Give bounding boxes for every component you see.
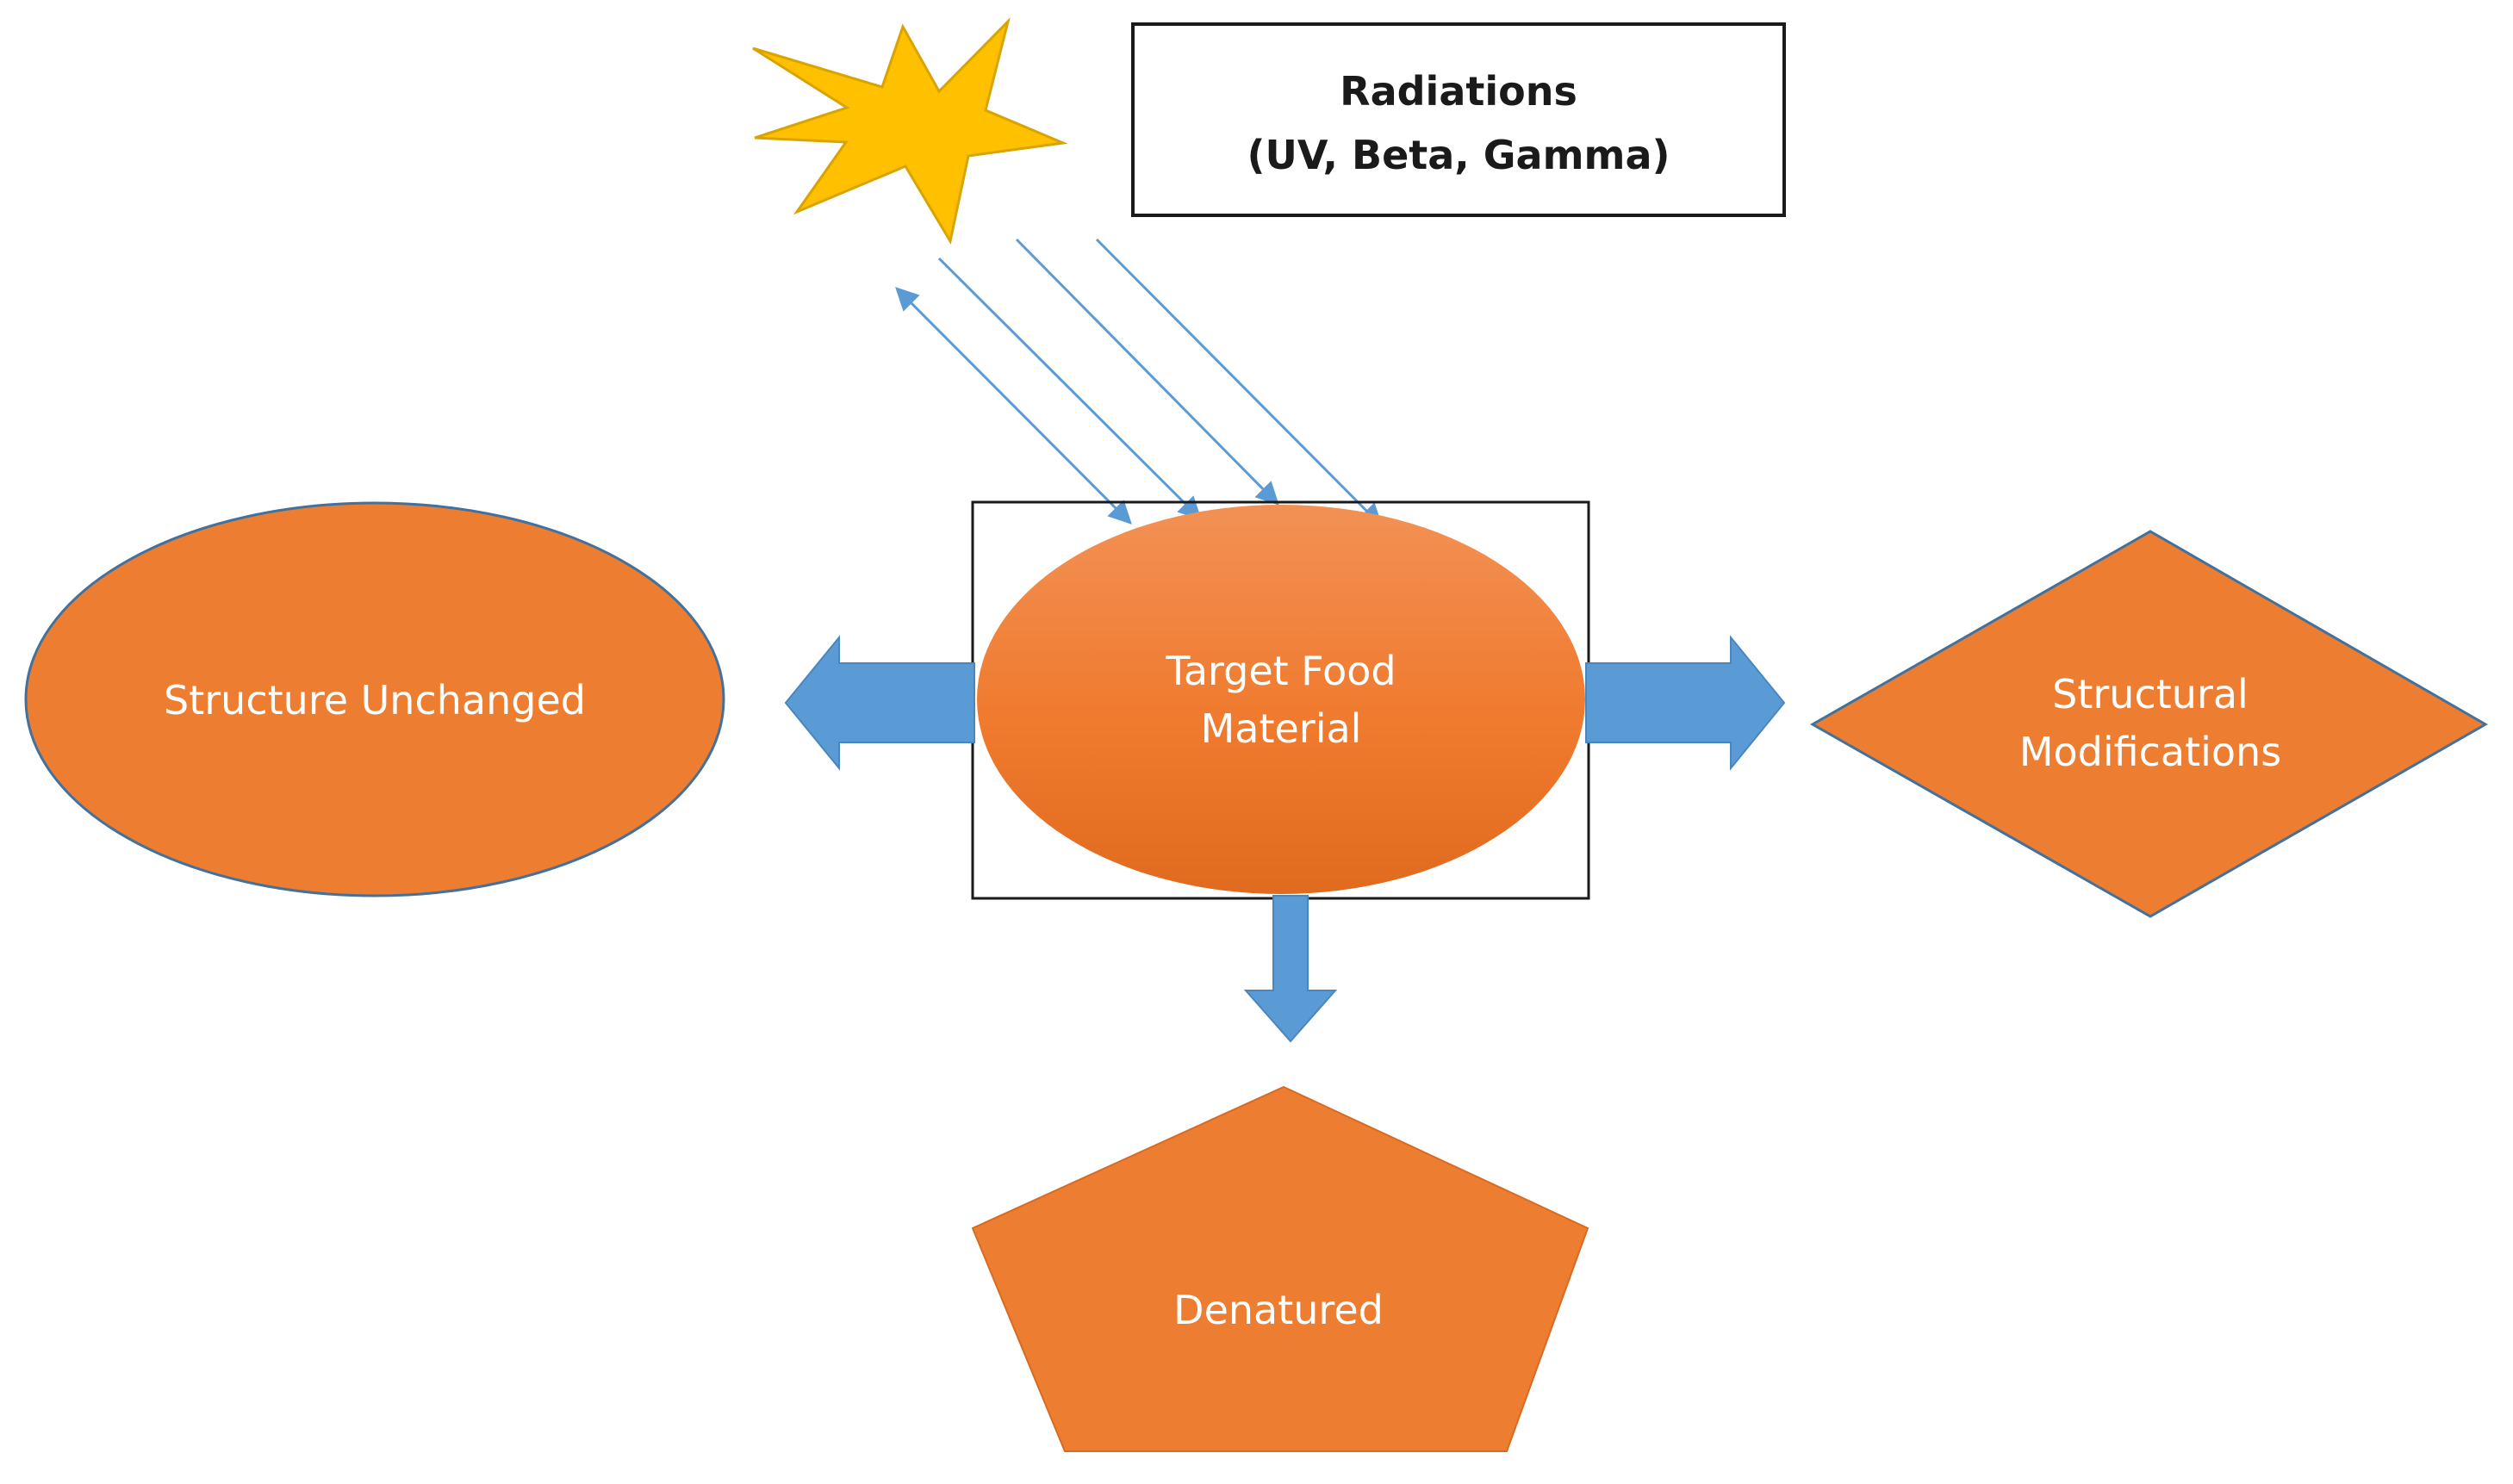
radiation-ray-3 [1015, 238, 1279, 506]
target-label-line1: Target Food [1165, 648, 1396, 694]
radiations-box: Radiations (UV, Beta, Gamma) [1131, 22, 1786, 217]
target-food-material-node: Target Food Material [977, 505, 1585, 894]
radiation-ray-2 [937, 257, 1202, 520]
structural-modifications-node: Structural Modifications [1809, 530, 2489, 918]
denatured-node: Denatured [971, 1085, 1589, 1452]
modifications-label-line2: Modifications [2019, 729, 2281, 775]
arrow-down [1243, 895, 1338, 1043]
radiation-ray-1 [895, 287, 1132, 525]
sun-burst-icon [752, 17, 1068, 245]
radiation-ray-4 [1095, 238, 1383, 527]
arrow-left [784, 635, 975, 771]
target-label-line2: Material [1201, 705, 1362, 752]
unchanged-label: Structure Unchanged [164, 677, 586, 723]
radiation-rays [895, 238, 1383, 527]
radiations-types: (UV, Beta, Gamma) [1247, 132, 1670, 178]
modifications-label-line1: Structural [2052, 671, 2249, 717]
radiations-title: Radiations [1340, 68, 1577, 115]
structure-unchanged-node: Structure Unchanged [24, 501, 725, 897]
arrow-right [1585, 635, 1786, 771]
denatured-label: Denatured [1173, 1287, 1384, 1333]
